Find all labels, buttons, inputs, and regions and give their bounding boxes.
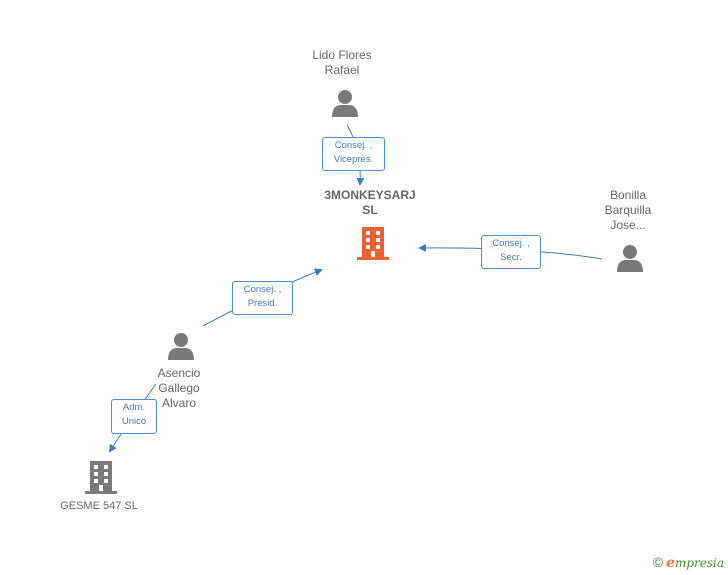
node-asencio-name-line3: Alvaro (161, 396, 196, 410)
edge-label-line2: Presid. (247, 298, 278, 309)
footer-branding: ©empresia (653, 554, 724, 571)
node-asencio-name-line2: Gallego (158, 381, 200, 395)
edge-label-line2: Unico (121, 416, 147, 427)
node-bonilla-label[interactable]: Bonilla Barquilla Jose... (588, 188, 668, 233)
edge-label-line1: Consej. , (334, 140, 373, 151)
node-bonilla-name-line1: Bonilla (609, 188, 647, 202)
person-icon[interactable] (330, 88, 360, 118)
copyright-icon: © (652, 554, 664, 570)
node-gesme-label[interactable]: GESME 547 SL (40, 499, 158, 514)
edge-label-line1: Consej. , (243, 284, 282, 295)
person-icon[interactable] (615, 243, 645, 273)
edge-label-lido-to-main[interactable]: Consej. , Vicepres. (322, 137, 385, 171)
building-icon[interactable] (84, 459, 118, 495)
node-lido-name-line1: Lido Flores (312, 48, 372, 62)
brand-logo-text: mpresia (674, 556, 724, 570)
edge-label-asencio-to-gesme[interactable]: Adm. Unico (111, 399, 157, 434)
node-main-company-name-line2: SL (362, 203, 378, 217)
building-icon[interactable] (356, 225, 390, 261)
node-main-company-label[interactable]: 3MONKEYSARJ SL (310, 188, 430, 218)
node-bonilla-name-line2: Barquilla (604, 203, 652, 217)
edge-label-bonilla-to-main[interactable]: Consej. , Secr. (481, 235, 541, 269)
node-bonilla-name-line3: Jose... (610, 218, 646, 232)
edge-label-line2: Secr. (500, 252, 522, 263)
person-icon[interactable] (166, 331, 196, 361)
node-gesme-name: GESME 547 SL (60, 500, 138, 512)
node-lido-name-line2: Rafael (324, 63, 360, 77)
node-asencio-name-line1: Asencio (157, 366, 201, 380)
edge-label-line1: Consej. , (492, 238, 530, 249)
edge-label-line2: Vicepres. (333, 154, 374, 165)
edge-label-line1: Adm. (122, 402, 146, 413)
edge-label-asencio-to-main[interactable]: Consej. , Presid. (232, 281, 293, 315)
node-asencio-label[interactable]: Asencio Gallego Alvaro (139, 366, 219, 411)
node-lido-label[interactable]: Lido Flores Rafael (292, 48, 392, 78)
brand-logo-initial: e (666, 555, 675, 571)
node-main-company-name-line1: 3MONKEYSARJ (324, 188, 416, 202)
